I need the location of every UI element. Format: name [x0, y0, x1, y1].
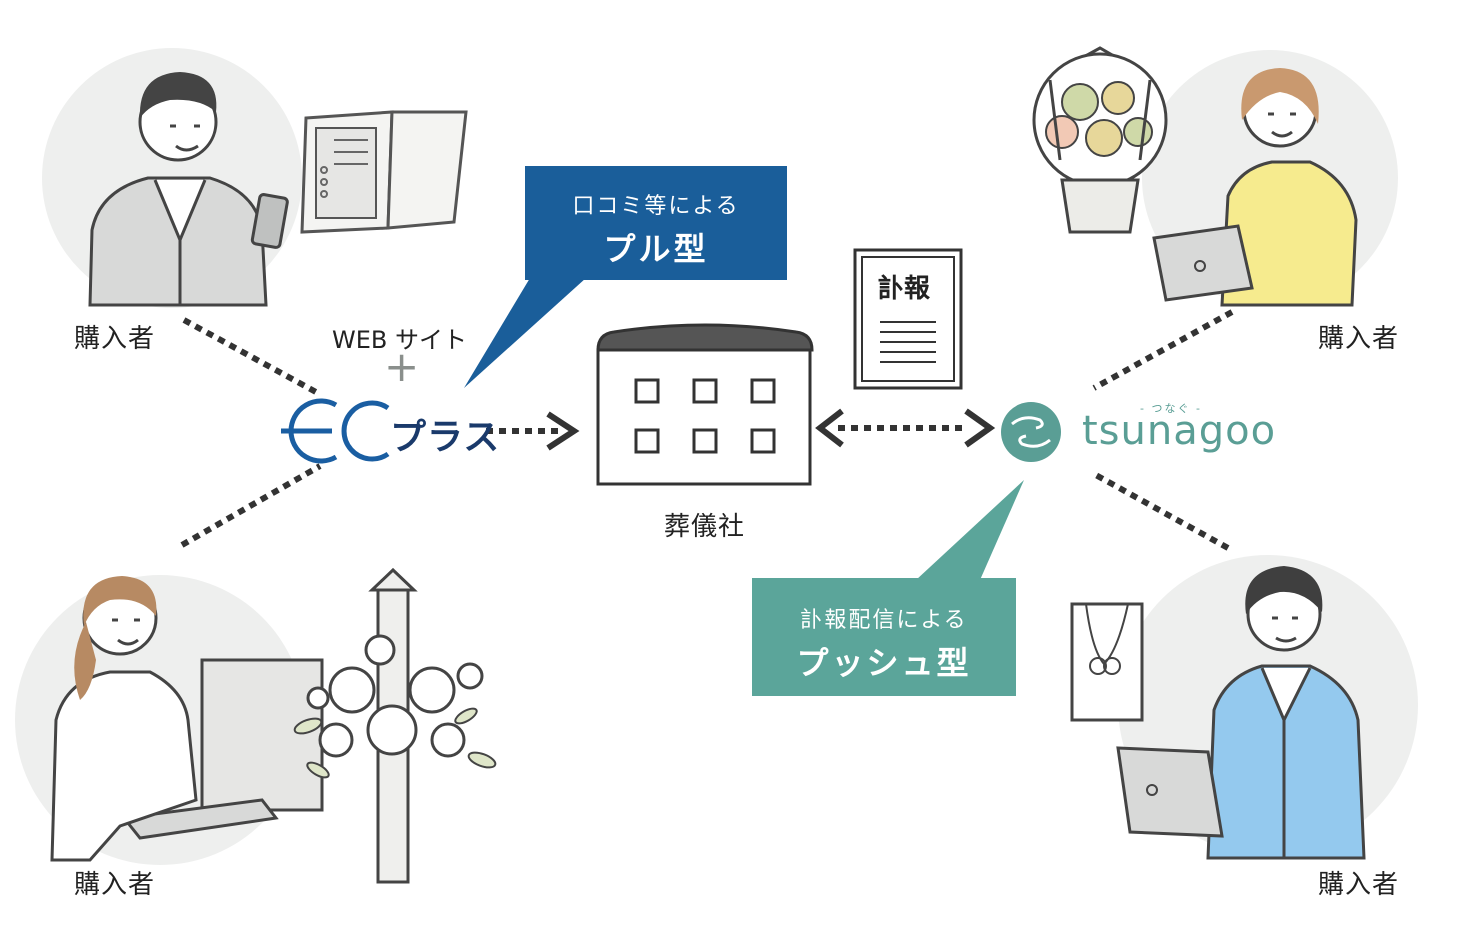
push-callout-shape	[752, 480, 1024, 696]
buyer-illustration-top-right	[1032, 46, 1398, 307]
connector-lines	[180, 309, 1234, 551]
push-callout-line2: プッシュ型	[796, 644, 972, 682]
tsunagoo-subtitle: - つなぐ -	[1140, 402, 1202, 415]
connector-top-right	[1092, 309, 1234, 391]
connector-bottom-left	[180, 463, 322, 548]
fruit-basket-icon	[1032, 46, 1168, 234]
funeral-home-label: 葬儀社	[664, 512, 746, 542]
connector-top-left	[182, 317, 318, 395]
website-label: WEB サイト	[332, 326, 467, 354]
buyer-label-top-right: 購入者	[1318, 324, 1400, 354]
pull-callout-shape	[464, 166, 787, 388]
pull-callout: 口コミ等による プル型	[525, 188, 787, 270]
ec-plus-logo-shapes	[281, 398, 390, 464]
push-callout-line1: 訃報配信による	[800, 608, 968, 633]
pull-callout-line1: 口コミ等による	[572, 194, 740, 219]
pull-callout-line2: プル型	[603, 230, 709, 268]
buyer-label-bottom-right: 購入者	[1318, 870, 1400, 900]
buyer-illustration-top-left	[42, 48, 468, 308]
ec-logo-suffix: プラス	[390, 417, 501, 458]
buyer-illustration-bottom-right	[1070, 555, 1418, 860]
tsunagoo-logo-mark	[1001, 402, 1061, 462]
obituary-document-icon	[853, 248, 963, 390]
tsunagoo-wordmark: tsunagoo	[1082, 408, 1277, 454]
pamphlet-icon	[300, 110, 468, 234]
buyer-illustration-bottom-left	[15, 567, 497, 884]
arrowhead-right-ec	[546, 411, 580, 451]
plus-sign: +	[384, 342, 420, 391]
flower-stand-icon	[293, 567, 497, 884]
funeral-home-building-icon	[596, 323, 814, 486]
obituary-document-title: 訃報	[878, 274, 931, 304]
condolence-envelope-icon	[1070, 602, 1144, 722]
arrowhead-right-tsunagoo	[964, 408, 996, 448]
connector-bottom-right	[1092, 471, 1230, 551]
push-callout: 訃報配信による プッシュ型	[752, 602, 1016, 684]
arrowhead-left-funeral	[815, 408, 844, 448]
buyer-label-bottom-left: 購入者	[74, 870, 156, 900]
buyer-label-top-left: 購入者	[74, 324, 156, 354]
